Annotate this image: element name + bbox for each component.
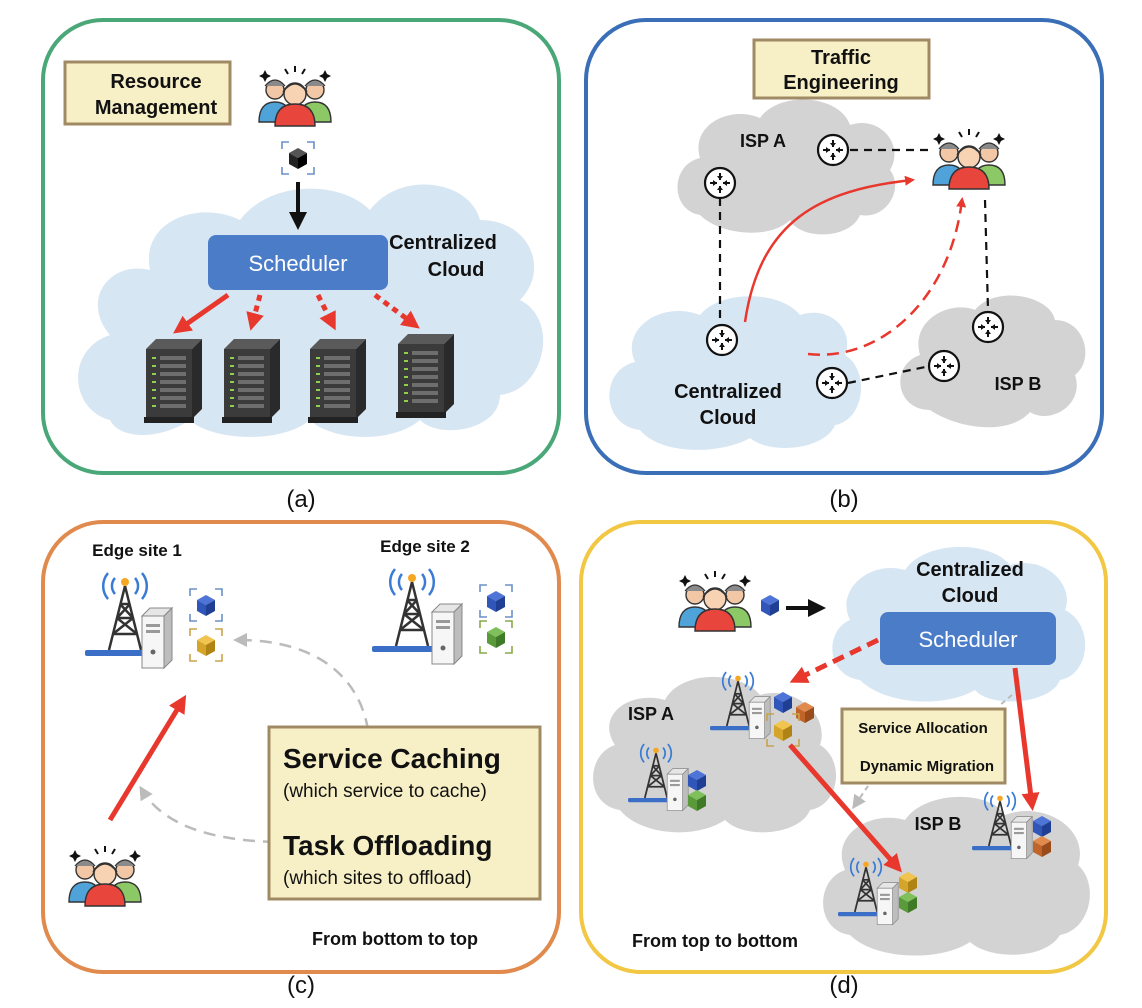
cloud-b-line2: Cloud: [700, 407, 757, 429]
cloud-a-line2: Cloud: [428, 259, 485, 281]
scheduler-arrow-1: [173, 292, 230, 334]
cloud-isp-b: [900, 295, 1086, 428]
router-isp-a-2-icon: [703, 166, 737, 200]
cloud-b-central: [609, 296, 862, 450]
server-rack-3-icon: [308, 339, 366, 423]
service-caching-title: Service Caching: [283, 743, 501, 774]
traffic-engineering-box: [752, 38, 931, 100]
caption-a: (a): [286, 486, 315, 513]
scheduler-arrow-4: [373, 293, 420, 329]
panel-c: Edge site 1 Edge site 2 Service Caching …: [41, 520, 561, 974]
traffic-engineering-line2: Engineering: [783, 72, 899, 94]
router-isp-b-2-icon: [927, 349, 961, 383]
router-isp-a-1-icon: [816, 133, 850, 167]
resource-management-line2: Management: [95, 97, 218, 119]
isp-a-label: ISP A: [740, 131, 786, 151]
panel-d: Centralized Cloud Scheduler ISP A ISP B: [579, 520, 1108, 974]
caching-offloading-box: [267, 725, 542, 901]
edge-site-1-server-icon: [141, 607, 173, 669]
dynamic-migration-label: Dynamic Migration: [860, 758, 994, 775]
network-links: [718, 148, 990, 385]
top-to-bottom-label: From top to bottom: [632, 931, 798, 951]
caption-d: (d): [829, 972, 858, 999]
path-via-isp-b: [807, 197, 967, 356]
traffic-engineering-line1: Traffic: [811, 47, 871, 69]
router-cloud-1-icon: [705, 323, 739, 357]
cloud-b-line1: Centralized: [674, 381, 782, 403]
cloud-d-line2: Cloud: [942, 585, 999, 607]
router-isp-b-1-icon: [971, 310, 1005, 344]
cloud-a-line1: Centralized: [389, 232, 497, 254]
offload-arrow: [107, 694, 187, 822]
isp-b-d-label: ISP B: [915, 814, 962, 834]
edge-site-2-label: Edge site 2: [380, 537, 470, 556]
cloud-d-isp-a: [593, 676, 837, 833]
service-caching-subtitle: (which service to cache): [283, 781, 487, 802]
cloud-d-line1: Centralized: [916, 559, 1024, 581]
caching-dashed-arrow: [233, 633, 370, 731]
task-offloading-subtitle: (which sites to offload): [283, 868, 472, 889]
resource-management-line1: Resource: [110, 71, 201, 93]
resource-management-box: [63, 60, 232, 126]
scheduler-arrow-2: [246, 294, 264, 331]
isp-b-label: ISP B: [995, 374, 1042, 394]
bottom-to-top-label: From bottom to top: [312, 929, 478, 949]
scheduler-arrow-3: [315, 293, 336, 331]
allocation-dashed-up: [999, 694, 1013, 706]
isp-a-d-label: ISP A: [628, 704, 674, 724]
cloud-isp-a: [677, 99, 896, 235]
scheduler-to-isp-b-arrow: [1012, 667, 1040, 811]
path-via-isp-a: [743, 175, 915, 323]
caption-b: (b): [829, 486, 858, 513]
server-rack-4-icon: [396, 334, 454, 418]
allocation-migration-box: [840, 707, 1007, 785]
scheduler-a: [208, 235, 388, 290]
edge-site-2-server-icon: [431, 603, 463, 665]
scheduler-to-isp-a-arrow: [789, 637, 880, 683]
router-cloud-2-icon: [815, 366, 849, 400]
migration-arrow: [788, 743, 902, 873]
server-rack-2-icon: [222, 339, 280, 423]
service-allocation-label: Service Allocation: [858, 720, 988, 737]
panel-b: Traffic Engineering ISP A ISP B Centrali…: [584, 18, 1104, 475]
scheduler-d-label: Scheduler: [918, 627, 1017, 652]
migration-dashed-down: [852, 785, 869, 810]
panel-a: Resource Management Scheduler Centralize…: [41, 18, 561, 475]
scheduler-d: [880, 612, 1056, 665]
caption-c: (c): [287, 972, 315, 999]
scheduler-a-label: Scheduler: [248, 251, 347, 276]
offloading-dashed-arrow: [139, 785, 276, 844]
task-offloading-title: Task Offloading: [283, 830, 493, 861]
edge-site-1-label: Edge site 1: [92, 541, 182, 560]
server-rack-1-icon: [144, 339, 202, 423]
